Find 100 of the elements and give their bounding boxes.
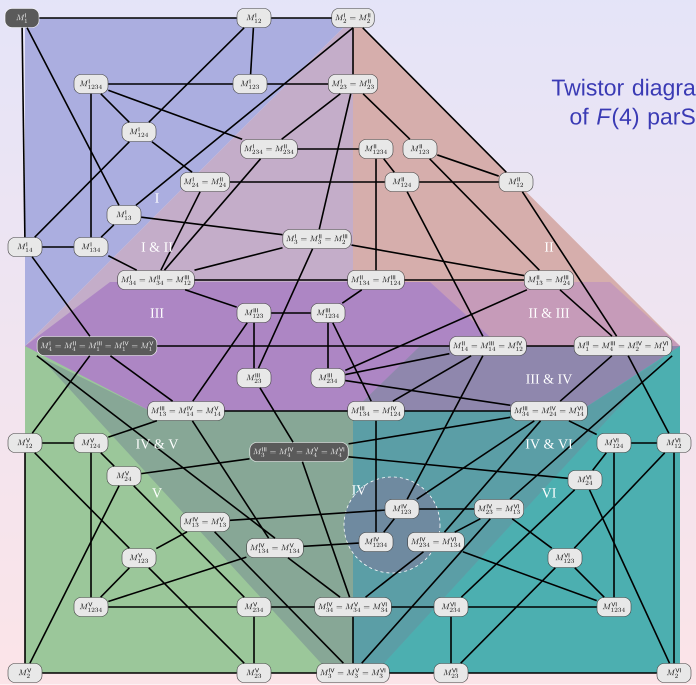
term-box: $M^{\mathrm{V}}_{12}$: [8, 433, 42, 453]
connector-line: [21, 28, 26, 238]
connector-line: [348, 456, 568, 480]
connector-line: [631, 442, 657, 444]
term-box: $M^{\mathrm{I}}_{1234}$: [74, 74, 108, 94]
connector-line: [267, 83, 328, 85]
connector-line: [100, 452, 115, 467]
connector-line: [362, 27, 507, 173]
connector-line: [613, 452, 615, 598]
connector-line: [454, 518, 481, 533]
connector-line: [406, 191, 484, 337]
term-box: $M^{\mathrm{V}}_{123}$: [122, 548, 156, 568]
connector-line: [100, 93, 130, 123]
connector-line: [468, 606, 597, 608]
connector-line: [271, 672, 316, 674]
highlighted-term-box: $M^{\mathrm{I}}_{1}$: [4, 8, 40, 28]
connector-line: [34, 452, 130, 549]
connector-line: [404, 279, 524, 281]
term-box: $M^{\mathrm{V}}_{124}$: [74, 433, 108, 453]
connector-line: [361, 518, 491, 664]
term-box: $M^{\mathrm{III}}_{234}$: [310, 368, 346, 388]
connector-line: [100, 567, 130, 598]
connector-line: [437, 154, 499, 177]
connector-line: [327, 322, 329, 368]
connector-line: [574, 567, 605, 598]
connector-line: [526, 345, 574, 347]
term-box: $M^{\mathrm{I}}_{13}$: [106, 205, 142, 225]
connector-line: [348, 416, 510, 445]
term-box: $M^{\mathrm{II}}_{124}$: [384, 172, 420, 192]
term-box: $M^{\mathrm{II}}_{123}$: [402, 139, 438, 159]
connector-line: [42, 246, 74, 248]
connector-line: [160, 191, 201, 271]
term-box: $M^{\mathrm{III}}_{1234}$: [310, 303, 346, 323]
connector-line: [253, 322, 255, 368]
connector-line: [26, 27, 120, 206]
term-box: $M^{\mathrm{I}}_{234}=M^{\mathrm{II}}_{234}$: [240, 139, 298, 159]
term-box: $M^{\mathrm{V}}_{2}$: [8, 663, 42, 683]
connector-line: [560, 355, 612, 402]
term-box: $M^{\mathrm{II}}_{1234}$: [358, 139, 394, 159]
term-box: $M^{\mathrm{VI}}_{12}$: [656, 433, 692, 453]
region-label: IV: [352, 485, 366, 495]
connector-line: [416, 420, 535, 500]
connector-line: [332, 322, 372, 402]
connector-line: [375, 420, 377, 532]
region-label: VI: [542, 488, 556, 498]
connector-line: [318, 94, 352, 230]
connector-line: [250, 28, 254, 74]
term-box: $M^{\mathrm{I}}_{123}$: [232, 74, 268, 94]
term-box: $M^{\mathrm{III}}_{34}=M^{\mathrm{IV}}_{24}=M^{\mathrm{VI}}_{14}$: [510, 401, 588, 421]
connector-line: [157, 345, 450, 347]
connector-line: [110, 355, 174, 402]
term-box: $M^{\mathrm{VI}}_{2}$: [656, 663, 692, 683]
connector-line: [419, 508, 474, 510]
connector-line: [302, 462, 350, 598]
connector-line: [383, 518, 395, 533]
connector-line: [588, 489, 670, 664]
title: Twistor diagra of F(4) parS: [552, 78, 696, 130]
term-box: $M^{\mathrm{VI}}_{23}$: [434, 663, 468, 683]
connector-line: [271, 606, 314, 608]
connector-line: [100, 224, 114, 238]
connector-line: [512, 518, 552, 549]
connector-line: [135, 27, 354, 206]
connector-line: [383, 158, 395, 173]
connector-line: [342, 289, 362, 304]
term-box: $M^{\mathrm{VI}}_{24}$: [568, 470, 602, 490]
term-box: $M^{\mathrm{II}}_{12}$: [498, 172, 534, 192]
connector-line: [574, 452, 666, 549]
connector-line: [224, 410, 348, 412]
connector-line: [351, 244, 524, 276]
term-box: $M^{\mathrm{IV}}_{123}$: [384, 499, 420, 519]
term-box: $M^{\mathrm{IV}}_{34}=M^{\mathrm{V}}_{34}=M^{\mathrm{VI}}_{34}$: [314, 597, 392, 617]
connector-line: [304, 542, 359, 548]
connector-line: [39, 17, 237, 19]
connector-line: [345, 352, 450, 376]
connector-line: [108, 556, 247, 602]
term-box: $M^{\mathrm{III}}_{123}$: [236, 303, 272, 323]
region-label: II: [544, 242, 554, 252]
connector-line: [281, 93, 341, 140]
connector-line: [673, 452, 675, 664]
term-box: $M^{\mathrm{I}}_{2}=M^{\mathrm{II}}_{2}$: [331, 8, 375, 28]
connector-line: [108, 255, 138, 271]
connector-line: [141, 458, 250, 474]
connector-line: [151, 141, 193, 173]
term-box: $M^{\mathrm{I}}_{24}=M^{\mathrm{II}}_{24}$: [180, 172, 230, 192]
connector-line: [42, 442, 74, 444]
connector-line: [29, 485, 120, 664]
term-box: $M^{\mathrm{VI}}_{124}$: [596, 433, 632, 453]
connector-line: [450, 616, 452, 664]
term-box: $M^{\mathrm{I}}_{23}=M^{\mathrm{II}}_{23}$: [328, 74, 378, 94]
term-box: $M^{\mathrm{V}}_{234}$: [236, 597, 272, 617]
term-box: $M^{\mathrm{I}}_{124}$: [122, 122, 156, 142]
connector-line: [345, 380, 510, 406]
connector-line: [192, 420, 270, 539]
connector-line: [559, 289, 613, 337]
connector-line: [164, 158, 262, 271]
connector-line: [192, 322, 248, 402]
connector-line: [148, 567, 245, 664]
connector-line: [404, 410, 510, 412]
connector-line: [568, 420, 598, 436]
region-label: IV & V: [136, 439, 178, 449]
